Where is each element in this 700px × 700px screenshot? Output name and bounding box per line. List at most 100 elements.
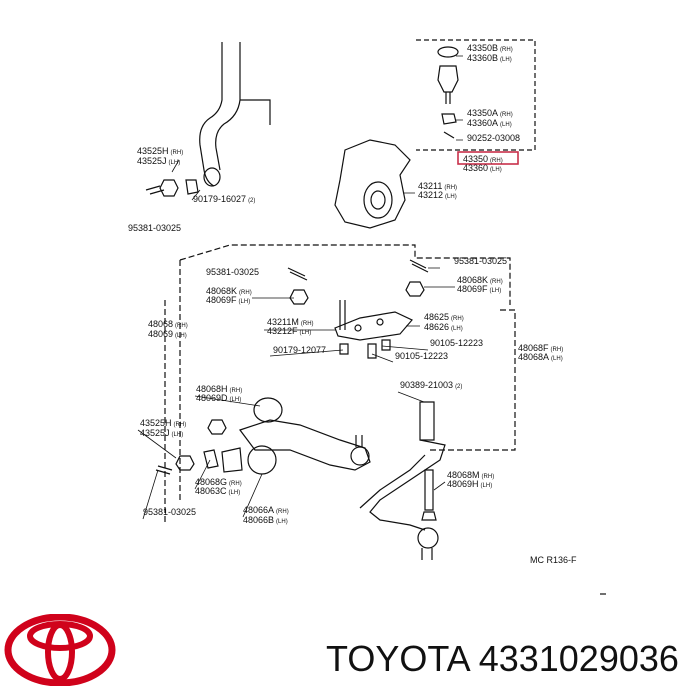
lower-frame-right	[430, 309, 516, 451]
stabilizer-bushing	[203, 167, 221, 187]
part-suffix: (RH)	[551, 347, 564, 353]
part-number: 43360	[463, 163, 488, 173]
part-suffix: (2)	[455, 384, 462, 390]
strut-sleeve	[419, 401, 435, 441]
cotter-pin	[443, 131, 455, 139]
part-label: 43360A(LH)	[467, 118, 512, 128]
lower-frame-top	[179, 244, 511, 305]
part-suffix: (LH)	[451, 326, 463, 332]
part-suffix: (RH)	[500, 47, 513, 53]
strut-bolt	[424, 469, 434, 511]
part-number: 90252-03008	[467, 133, 520, 143]
part-number: 43211M	[267, 317, 299, 327]
part-number: 48066B	[243, 515, 274, 525]
part-number: 90105-12223	[430, 338, 483, 348]
part-label: 48066B(LH)	[243, 515, 288, 525]
part-number: 95381-03025	[206, 267, 259, 277]
part-labels: 43350B(RH)43360B(LH)43350A(RH)43360A(LH)…	[128, 43, 577, 565]
strut-rod	[369, 439, 446, 531]
part-number: 48626	[424, 322, 449, 332]
part-label: 43525H(RH)	[137, 146, 183, 156]
strut-ball-end	[417, 527, 439, 549]
part-number: 48068K	[457, 275, 488, 285]
part-suffix: (RH)	[451, 316, 464, 322]
part-suffix: (LH)	[500, 57, 512, 63]
part-number: 95381-03025	[143, 507, 196, 517]
part-label: 48069D(LH)	[196, 393, 241, 403]
ball-joint-nut	[441, 113, 457, 125]
part-suffix: (RH)	[239, 290, 252, 296]
part-label: 90105-12223	[430, 338, 483, 348]
part-number: 95381-03025	[454, 256, 507, 266]
part-suffix: (RH)	[174, 422, 187, 428]
stabilizer-link	[240, 99, 271, 125]
part-label: 48626(LH)	[424, 322, 463, 332]
part-number: 43350B	[467, 43, 498, 53]
part-number: 95381-03025	[128, 223, 181, 233]
strut-nut	[421, 511, 437, 521]
arm-nut-upper	[207, 419, 227, 435]
part-number: 90179-16027	[193, 194, 246, 204]
part-suffix: (LH)	[239, 299, 251, 305]
part-label: 48069(LH)	[148, 329, 187, 339]
part-number: 43525H	[137, 146, 169, 156]
part-label: 43212F(LH)	[267, 326, 311, 336]
part-label: 43525H(RH)	[140, 418, 186, 428]
part-number: 43211	[418, 181, 442, 191]
nut-a	[289, 289, 309, 305]
part-suffix: (RH)	[500, 112, 513, 118]
part-suffix: (RH)	[230, 388, 243, 394]
stud-c	[339, 300, 346, 330]
part-suffix: (LH)	[169, 160, 181, 166]
ball-joint-stud	[445, 92, 451, 104]
arm-bushing-sleeve	[221, 447, 243, 473]
steering-knuckle	[334, 139, 411, 229]
part-number: 48068	[148, 319, 173, 329]
left-washer	[185, 179, 199, 195]
part-label: 43350B(RH)	[467, 43, 513, 53]
part-suffix: (RH)	[490, 158, 503, 164]
part-number: 90389-21003	[400, 380, 453, 390]
part-number: 43360B	[467, 53, 498, 63]
part-label: 48068G(RH)	[195, 477, 242, 487]
part-label: 43525J(LH)	[137, 156, 180, 166]
stabilizer-bar-inner	[215, 42, 241, 171]
part-label: 90252-03008	[467, 133, 520, 143]
part-label: 90179-12077	[273, 345, 326, 355]
toyota-logo	[4, 614, 116, 686]
part-label: 43212(LH)	[418, 190, 457, 200]
part-label: 48068(RH)	[148, 319, 188, 329]
part-label: 48625(RH)	[424, 312, 464, 322]
part-label: 48068K(RH)	[457, 275, 503, 285]
part-number: 90179-12077	[273, 345, 326, 355]
part-label: 43360B(LH)	[467, 53, 512, 63]
part-label: 43350A(RH)	[467, 108, 513, 118]
part-number: 48625	[424, 312, 449, 322]
part-number: 90105-12223	[395, 351, 448, 361]
part-label: 48063C(LH)	[195, 486, 240, 496]
bracket-plate	[334, 311, 413, 341]
ball-joint-boot	[437, 46, 459, 58]
ball-end	[350, 446, 370, 466]
part-label: 43211M(RH)	[267, 317, 314, 327]
diagram-artwork	[137, 39, 606, 595]
part-suffix: (LH)	[172, 432, 184, 438]
part-number: MC R136-F	[530, 555, 577, 565]
part-suffix: (RH)	[171, 150, 184, 156]
part-label: 95381-03025	[143, 507, 196, 517]
part-label: 95381-03025	[206, 267, 259, 277]
part-number: 48069F	[206, 295, 237, 305]
bracket-hole-a	[354, 324, 362, 332]
part-suffix: (LH)	[481, 483, 493, 489]
logo-vertical-ring	[45, 622, 75, 682]
small-bolt-c	[381, 339, 391, 351]
arm-bolt-left	[155, 465, 173, 475]
bolt-a	[287, 267, 308, 281]
part-label: 48068F(RH)	[518, 343, 563, 353]
part-suffix: (RH)	[482, 474, 495, 480]
knuckle-hub-inner	[370, 190, 386, 210]
part-suffix: (LH)	[300, 330, 312, 336]
ball-joint-body	[437, 65, 459, 93]
part-number: 43350A	[467, 108, 498, 118]
